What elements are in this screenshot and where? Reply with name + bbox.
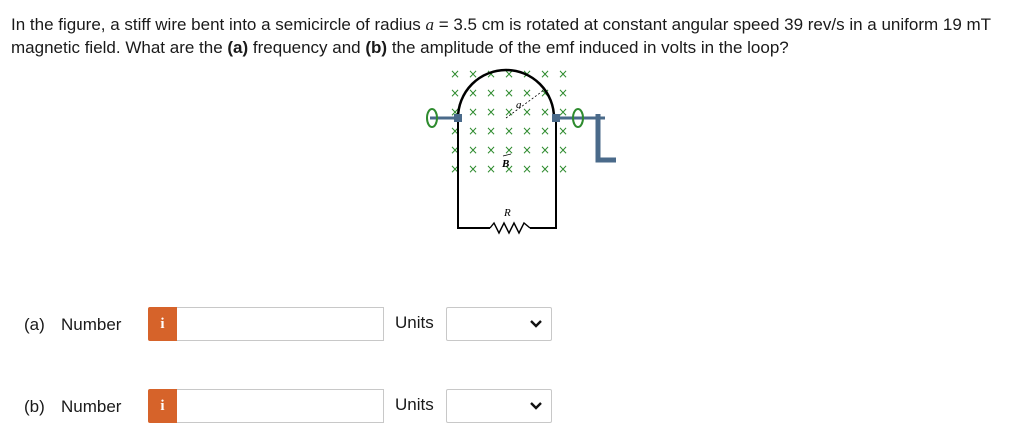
field-x-mark: × [504, 86, 514, 100]
field-x-mark: × [522, 143, 532, 157]
field-x-mark: × [558, 124, 568, 138]
rotating-loop-figure: × × × × × × × × × × × × × × × × × × × × × × × × × × × × × × × × × × × × × × × ×… [426, 67, 616, 235]
field-x-mark: × [450, 86, 460, 100]
field-x-mark: × [540, 162, 550, 176]
field-x-mark: × [450, 105, 460, 119]
field-x-mark: × [540, 105, 550, 119]
field-x-mark: × [468, 124, 478, 138]
part-a-number-input[interactable] [177, 307, 384, 341]
part-a-info-icon[interactable]: i [148, 307, 177, 341]
chevron-down-icon [530, 402, 542, 410]
field-x-mark: × [468, 105, 478, 119]
field-x-mark: × [468, 67, 478, 81]
field-x-mark: × [450, 124, 460, 138]
field-x-mark: × [522, 105, 532, 119]
radius-variable: a [425, 15, 435, 34]
field-x-mark: × [450, 67, 460, 81]
field-x-mark: × [486, 162, 496, 176]
part-b-row: (b) Number i Units [0, 388, 1024, 428]
part-b-label: (b) [24, 397, 45, 416]
field-x-mark: × [558, 162, 568, 176]
circuit-loop [457, 118, 557, 229]
field-x-mark: × [558, 67, 568, 81]
part-a-units-label: Units [395, 313, 434, 332]
field-x-mark: × [522, 86, 532, 100]
field-x-mark: × [540, 86, 550, 100]
rotation-arrow-right-icon [572, 108, 584, 128]
part-a-units-select[interactable] [446, 307, 552, 341]
field-x-mark: × [522, 124, 532, 138]
field-x-mark: × [504, 162, 514, 176]
part-b-units-select[interactable] [446, 389, 552, 423]
field-x-mark: × [486, 67, 496, 81]
field-x-mark: × [486, 143, 496, 157]
resistor [489, 221, 531, 235]
field-x-mark: × [468, 162, 478, 176]
field-x-mark: × [468, 143, 478, 157]
field-x-mark: × [522, 162, 532, 176]
field-x-mark: × [486, 86, 496, 100]
part-b-number-label: Number [61, 397, 122, 416]
field-label: B [501, 158, 509, 170]
part-a-label: (a) [24, 315, 45, 334]
field-x-mark: × [504, 67, 514, 81]
field-x-mark: × [504, 124, 514, 138]
field-x-mark: × [504, 143, 514, 157]
magnetic-field-x-marks: × × × × × × × × × × × × × × × × × × × × × × × × × × × × × × × × × × × × × × × ×… [450, 67, 568, 176]
question-text: In the figure, a stiff wire bent into a … [11, 15, 991, 57]
field-x-mark: × [540, 124, 550, 138]
field-x-mark: × [450, 143, 460, 157]
field-x-mark: × [558, 86, 568, 100]
rotation-arrow-left-icon [426, 108, 438, 128]
field-x-mark: × [504, 105, 514, 119]
field-x-mark: × [558, 143, 568, 157]
part-b-info-icon[interactable]: i [148, 389, 177, 423]
part-b-units-label: Units [395, 395, 434, 414]
part-a-number-label: Number [61, 315, 122, 334]
field-x-mark: × [540, 67, 550, 81]
field-x-mark: × [486, 105, 496, 119]
semicircle-wire [456, 68, 556, 119]
chevron-down-icon [530, 320, 542, 328]
field-x-mark: × [468, 86, 478, 100]
resistor-label: R [503, 207, 511, 219]
crank-handle [595, 114, 616, 163]
part-b-number-input[interactable] [177, 389, 384, 423]
part-a-row: (a) Number i Units [0, 306, 1024, 346]
field-x-mark: × [486, 124, 496, 138]
radius-label: a [516, 99, 522, 111]
field-x-mark: × [540, 143, 550, 157]
field-vector-arrow [502, 153, 512, 157]
field-x-mark: × [450, 162, 460, 176]
field-x-mark: × [558, 105, 568, 119]
